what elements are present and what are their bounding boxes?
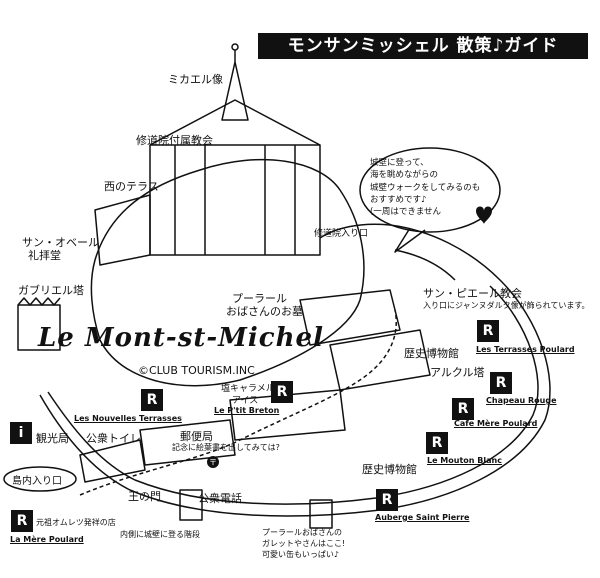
note-bubble (359, 147, 501, 233)
restaurant-marker[interactable]: R (477, 320, 499, 342)
label-caramel-1: 塩キャラメル (221, 384, 275, 394)
map-credit: ©CLUB TOURISM.INC (138, 364, 255, 377)
label-public-phone: 公衆電話 (198, 492, 242, 505)
label-st-aubert-1: サン・オベール (22, 236, 99, 249)
label-poulard-note-3: 可愛い缶もいっぱい♪ (262, 550, 339, 559)
restaurant-mere-poulard[interactable]: La Mère Poulard (10, 535, 84, 544)
label-public-toilet: 公衆トイレ (86, 432, 141, 445)
rock-outline (90, 158, 365, 387)
label-post-office-1: 郵便局 (180, 430, 213, 443)
label-abbey-church: 修道院付属教会 (136, 134, 213, 147)
restaurant-marker[interactable]: R (271, 381, 293, 403)
restaurant-nouvelles-terrasses[interactable]: Les Nouvelles Terrasses (74, 414, 182, 423)
label-gabriel-tower: ガブリエル塔 (18, 284, 84, 297)
map-title: Le Mont-st-Michel (38, 323, 324, 353)
label-kings-gate: 王の門 (128, 490, 161, 503)
label-st-pierre-2: 入り口にジャンヌダルク像が飾られています。 (423, 301, 590, 310)
restaurant-marker[interactable]: R (11, 510, 33, 532)
restaurant-marker[interactable]: R (490, 372, 512, 394)
guide-banner: モンサンミッシェル 散策♪ガイド (258, 33, 588, 59)
restaurant-mere-poulard-cafe[interactable]: Cafe Mère Poulard (454, 419, 538, 428)
restaurant-marker[interactable]: R (141, 389, 163, 411)
label-post-office-2: 記念に絵葉書を出してみては? (172, 443, 280, 452)
abbey-spire (221, 61, 249, 121)
main-street (79, 309, 397, 496)
restaurant-marker[interactable]: R (426, 432, 448, 454)
label-st-aubert-2: 礼拝堂 (28, 249, 61, 262)
restaurant-terrasses-poulard[interactable]: Les Terrasses Poulard (476, 345, 575, 354)
restaurant-marker[interactable]: R (376, 489, 398, 511)
rampart-walk-note: 城壁に登って、 海を眺めながらの 城壁ウォークをしてみるのも おすすめです♪ (… (370, 157, 495, 219)
restaurant-ptit-breton[interactable]: Le P'tit Breton (214, 406, 280, 415)
label-abbey-entrance: 修道院入り口 (314, 229, 369, 239)
post-office-icon (207, 456, 219, 468)
restaurant-mouton-blanc[interactable]: Le Mouton Blanc (427, 456, 502, 465)
restaurant-chapeau-rouge[interactable]: Chapeau Rouge (486, 396, 557, 405)
label-tourist-info: 観光局 (36, 432, 69, 445)
label-history-museum-bottom: 歴史博物館 (362, 463, 417, 476)
label-poulard-grave-2: おばさんのお墓 (226, 305, 303, 318)
label-caramel-2: アイス (232, 396, 259, 406)
restaurant-saint-pierre[interactable]: Auberge Saint Pierre (375, 513, 470, 522)
note-line: 城壁に登って、 (370, 158, 429, 168)
label-poulard-note-2: ガレットやさんはここ! (262, 539, 346, 548)
note-line: 城壁ウォークをしてみるのも (370, 182, 481, 193)
label-poulard-note-1: プーラールおばさんの (262, 528, 342, 537)
label-st-pierre-1: サン・ピエール教会 (423, 287, 522, 300)
info-badge: i (10, 422, 32, 444)
label-rampart-stairs: 内側に城壁に登る階段 (120, 530, 200, 539)
label-poulard-grave-1: プーラール (232, 292, 287, 305)
entrance-oval (3, 466, 77, 492)
gabriel-tower (17, 304, 61, 351)
note-line: おすすめです♪ (370, 194, 427, 205)
svg-text:〒: 〒 (209, 458, 217, 467)
heart-icon (476, 206, 492, 224)
label-west-terrace: 西のテラス (104, 180, 159, 193)
label-island-entrance: 島内入り口 (12, 476, 62, 487)
restaurant-marker[interactable]: R (452, 398, 474, 420)
label-omelette-origin: 元祖オムレツ発祥の店 (36, 518, 116, 527)
label-michael-statue: ミカエル像 (168, 73, 223, 86)
label-history-museum-top: 歴史博物館 (404, 347, 459, 360)
label-arcade-tower: アルクル塔 (430, 366, 485, 379)
note-line: 海を眺めながらの (370, 170, 439, 181)
note-line: (一周はできません (370, 207, 442, 218)
